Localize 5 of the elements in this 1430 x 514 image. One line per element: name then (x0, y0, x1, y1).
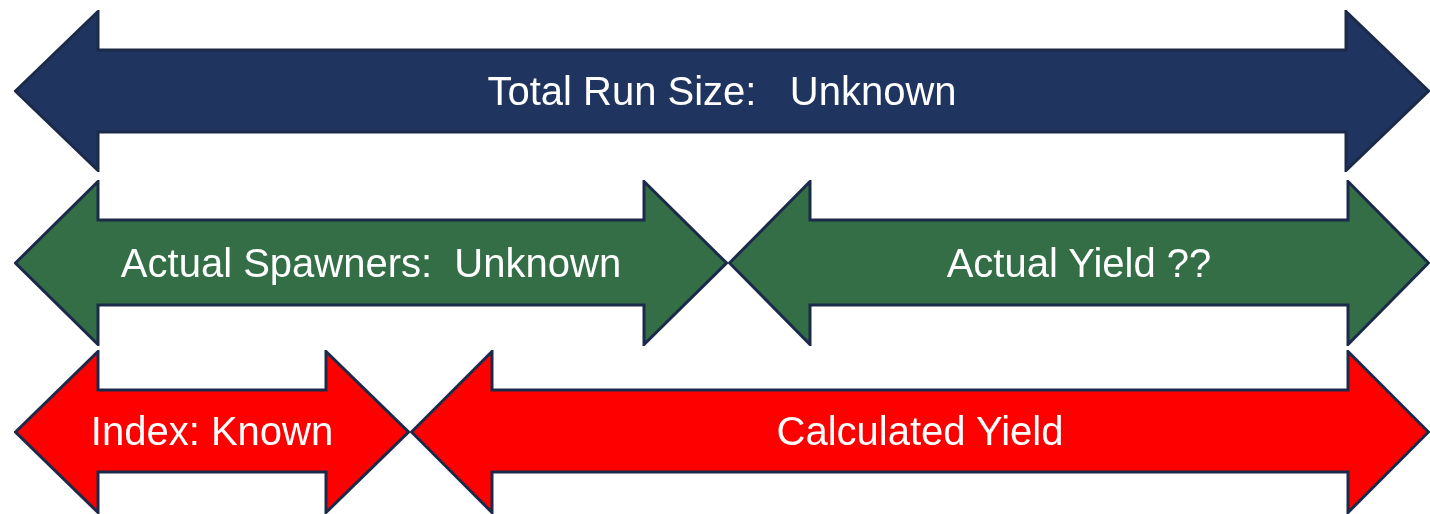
arrow-label: Actual Spawners: Unknown (120, 240, 622, 285)
arrow-label: Total Run Size: Unknown (487, 69, 957, 113)
arrow-label: Actual Yield ?? (946, 240, 1212, 285)
arrow-label: Calculated Yield (776, 409, 1064, 453)
arrow-label: Index: Known (90, 409, 334, 453)
